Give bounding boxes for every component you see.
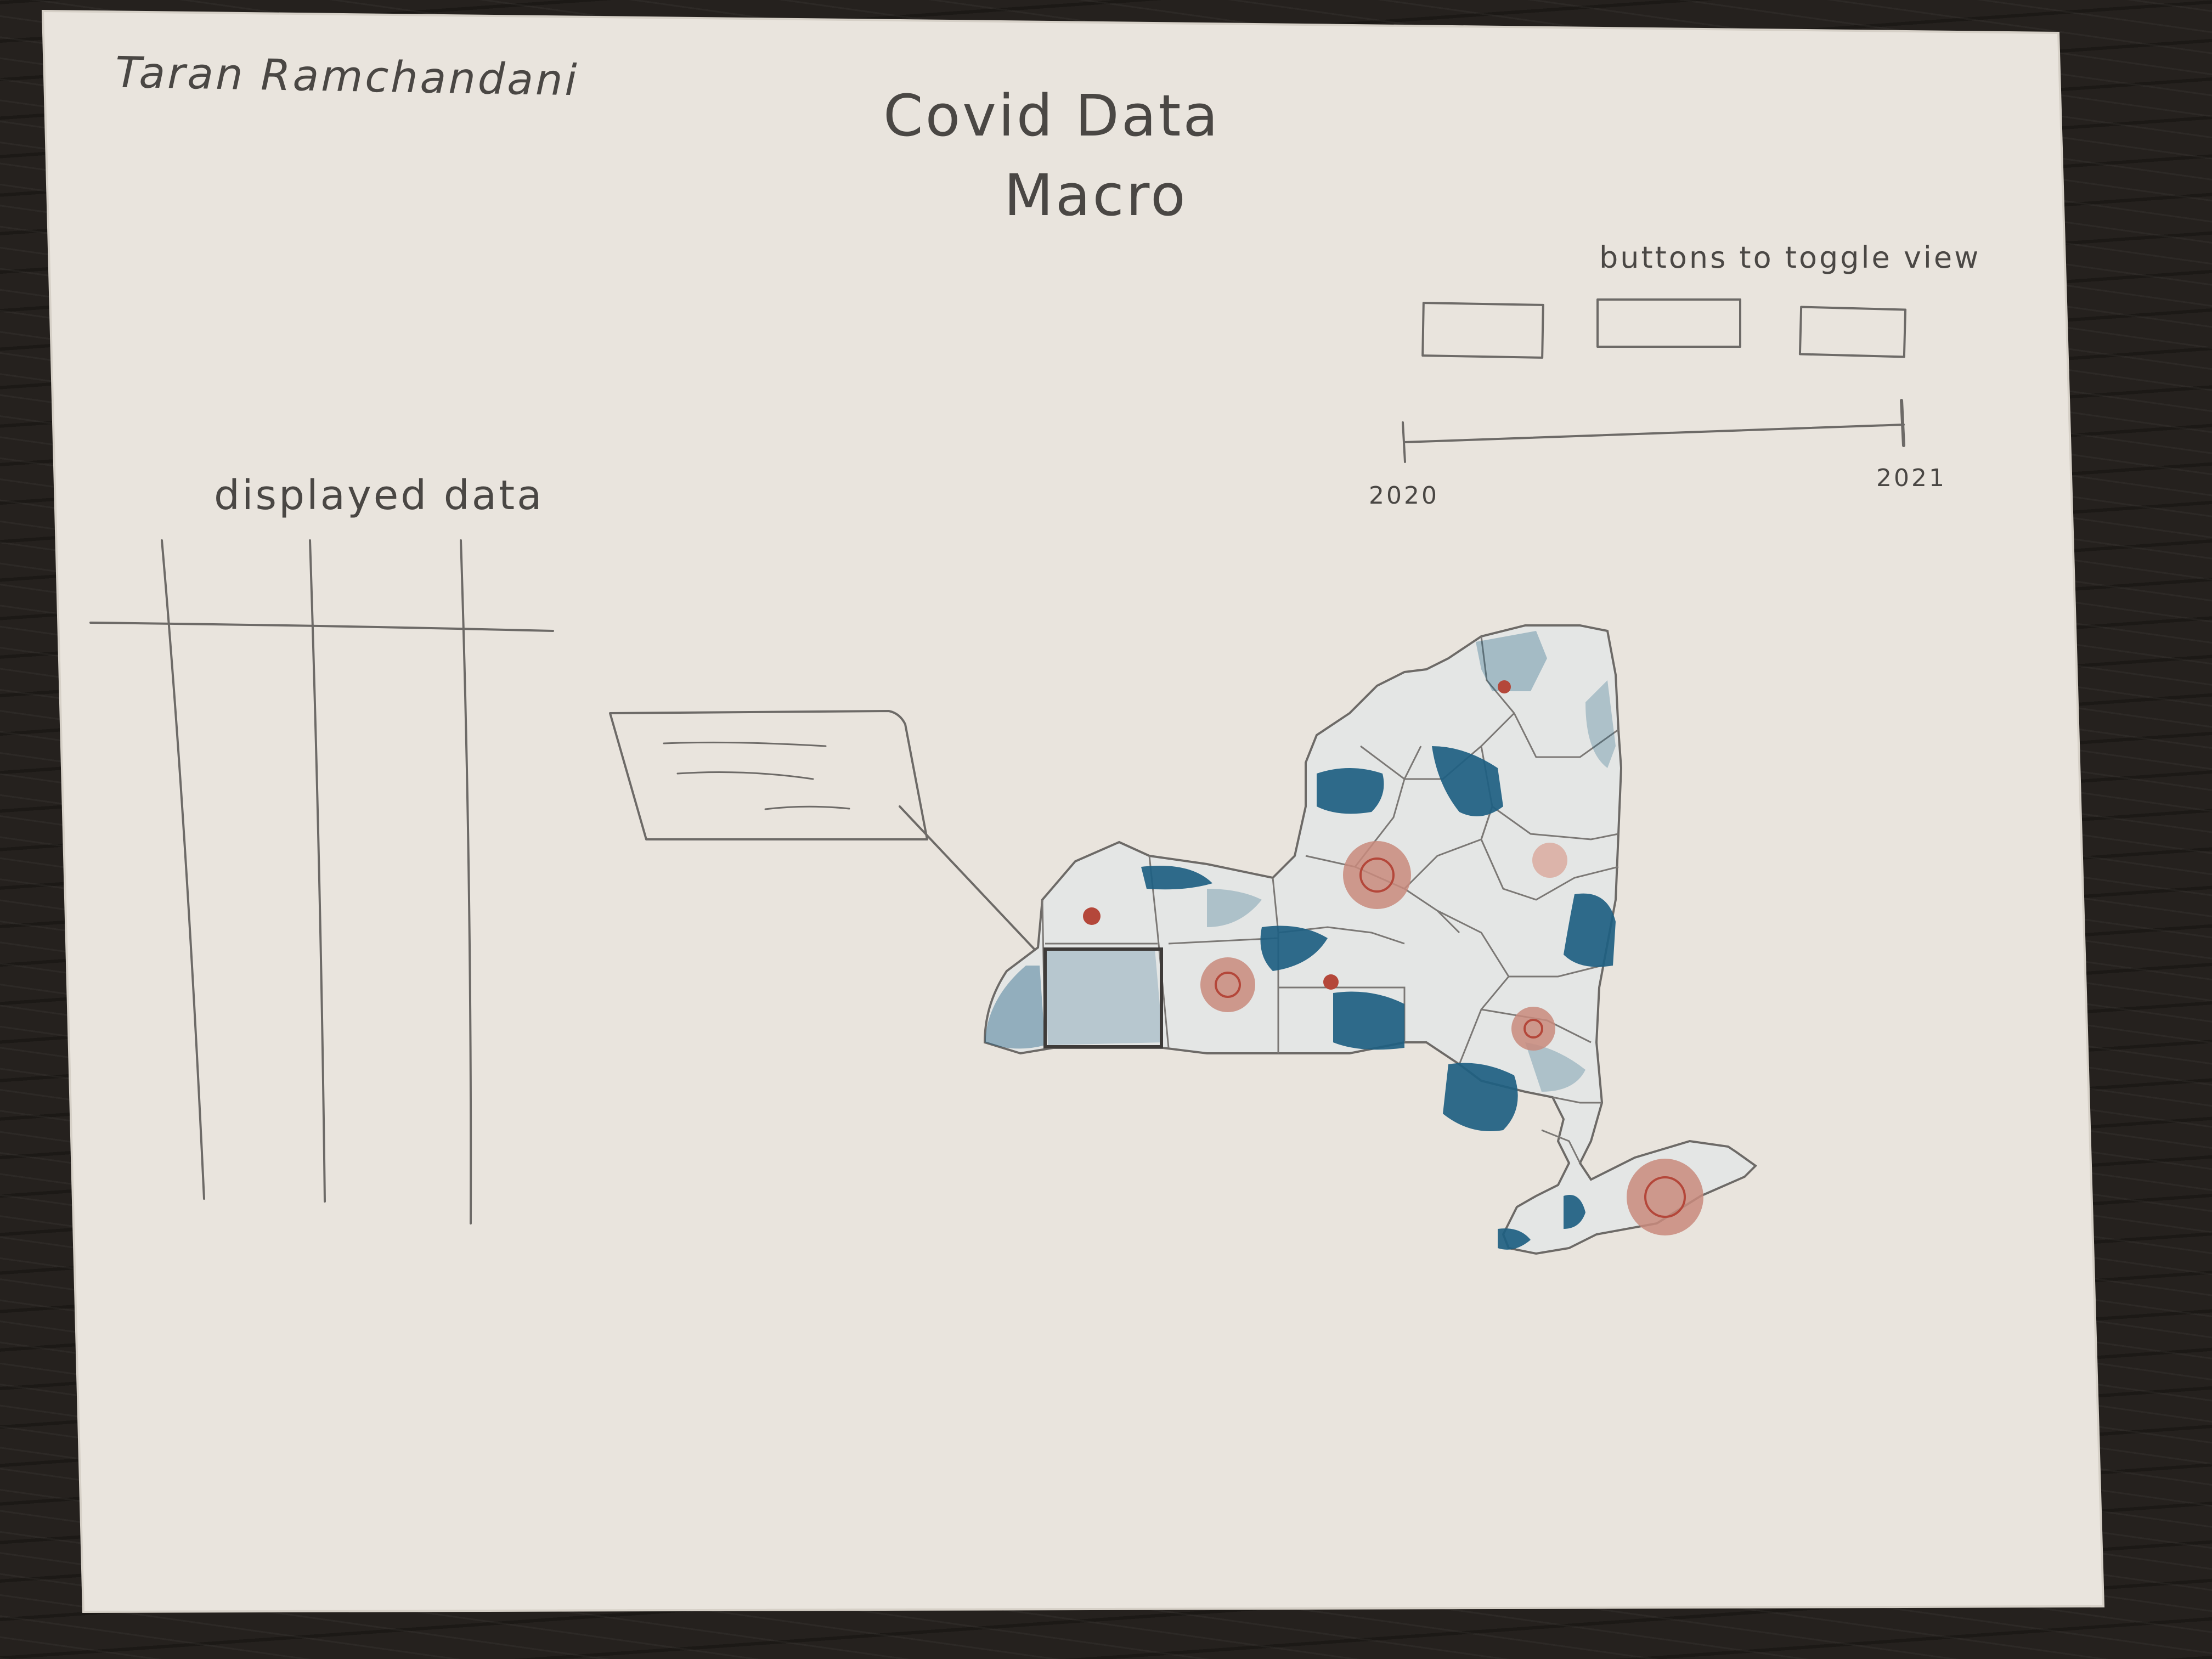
tooltip-text-line: [663, 741, 827, 747]
case-marker-large: [1627, 1159, 1703, 1235]
timeline-start-label: 2020: [1369, 482, 1439, 510]
toggle-view-button-3[interactable]: [1798, 306, 1907, 358]
case-marker-large: [1200, 957, 1255, 1012]
case-marker-small: [1083, 907, 1101, 925]
timeline-end-tick: [1900, 399, 1905, 447]
toggle-view-button-2[interactable]: [1596, 298, 1741, 348]
timeline-end-label: 2021: [1876, 464, 1946, 492]
buttons-annotation: buttons to toggle view: [1599, 240, 1981, 275]
case-marker-small: [1498, 680, 1511, 693]
author-name: Taran Ramchandani: [115, 48, 580, 106]
tooltip-pointer-line: [899, 805, 1038, 953]
timeline-start-tick: [1402, 421, 1406, 463]
table-column-line-1: [161, 539, 205, 1200]
table-column-line-2: [309, 539, 326, 1203]
high-value-counties: [985, 631, 1616, 1250]
timeline-track: [1403, 424, 1905, 443]
case-marker-large: [1343, 841, 1411, 909]
page-title: Covid Data: [883, 82, 1221, 149]
tooltip-box: [609, 710, 928, 840]
selected-county-highlight[interactable]: [1043, 947, 1163, 1048]
toggle-view-button-1[interactable]: [1421, 302, 1544, 359]
table-header-line: [89, 622, 554, 632]
tooltip-text-line: [764, 805, 850, 810]
case-markers: [1083, 680, 1703, 1235]
ny-state-outline: [983, 624, 1758, 1255]
table-annotation: displayed data: [214, 472, 544, 519]
tooltip-text-line: [676, 771, 814, 780]
tooltip-popup: [609, 710, 1038, 953]
case-marker-small: [1323, 974, 1339, 990]
ny-state-map[interactable]: [983, 624, 1758, 1255]
page-subtitle: Macro: [1004, 162, 1188, 229]
timeline-slider[interactable]: [1402, 399, 1905, 463]
case-marker-medium: [1532, 843, 1567, 878]
case-marker-medium: [1511, 1007, 1555, 1051]
data-table: [89, 539, 554, 1224]
table-column-line-3: [460, 539, 472, 1224]
